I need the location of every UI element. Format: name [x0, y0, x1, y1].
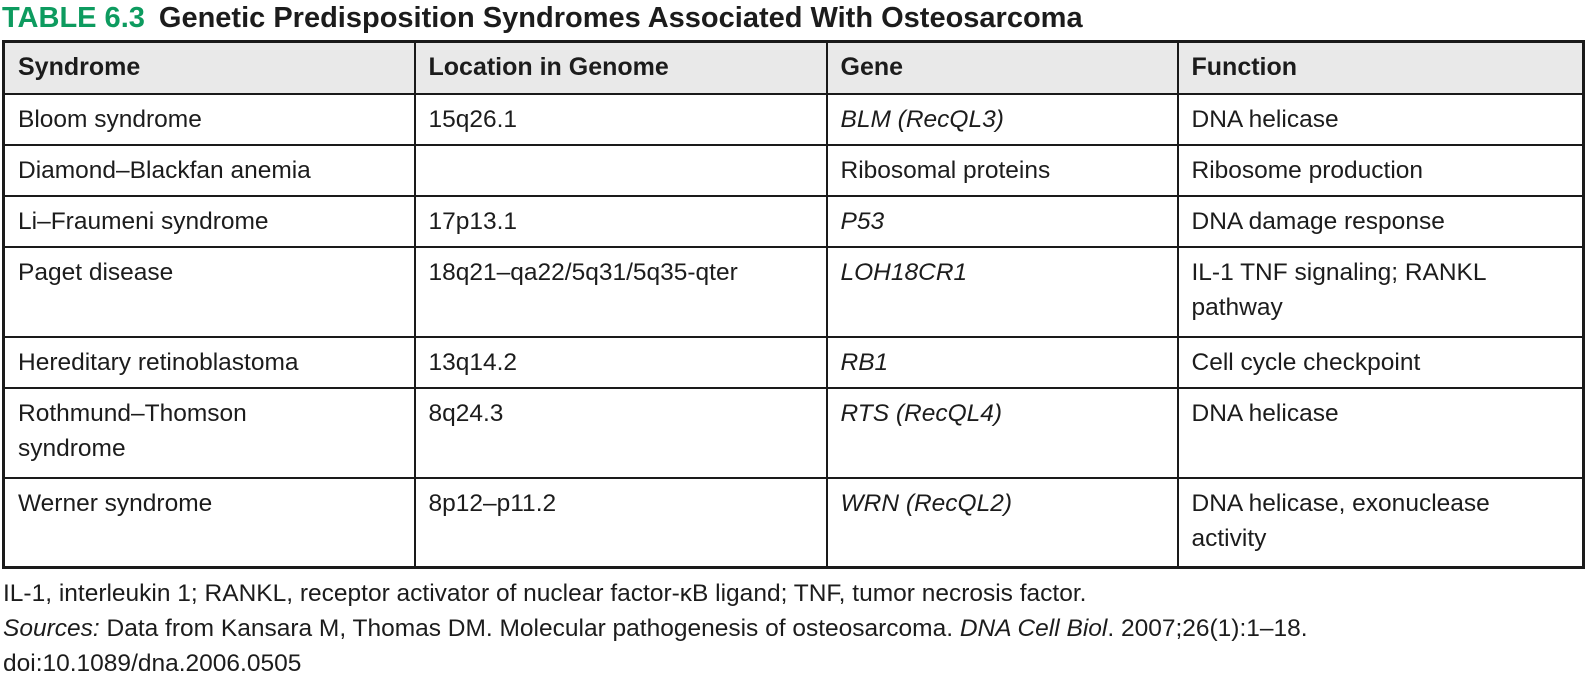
cell-function: DNA helicase: [1176, 386, 1585, 479]
cell-gene: WRN (RecQL2): [825, 476, 1179, 569]
cell-gene: P53: [825, 194, 1179, 248]
cell-function: IL-1 TNF signaling; RANKL pathway: [1176, 245, 1585, 338]
cell-location: [413, 143, 828, 197]
cell-location: 15q26.1: [413, 92, 828, 146]
cell-gene: BLM (RecQL3): [825, 92, 1179, 146]
cell-location: 8p12–p11.2: [413, 476, 828, 569]
cell-syndrome: Rothmund–Thomson syndrome: [2, 386, 416, 479]
genetic-syndromes-table: Syndrome Location in Genome Gene Functio…: [2, 40, 1585, 569]
cell-location: 17p13.1: [413, 194, 828, 248]
cell-function: Ribosome production: [1176, 143, 1585, 197]
table-row: Werner syndrome 8p12–p11.2 WRN (RecQL2) …: [2, 476, 1585, 569]
cell-location: 13q14.2: [413, 335, 828, 389]
cell-syndrome: Li–Fraumeni syndrome: [2, 194, 416, 248]
cell-function: DNA damage response: [1176, 194, 1585, 248]
table-number-label: TABLE 6.3: [2, 2, 145, 34]
cell-location: 8q24.3: [413, 386, 828, 479]
column-header-gene: Gene: [825, 40, 1179, 95]
table-row: Rothmund–Thomson syndrome 8q24.3 RTS (Re…: [2, 386, 1585, 479]
table-row: Hereditary retinoblastoma 13q14.2 RB1 Ce…: [2, 335, 1585, 389]
sources-text: Data from Kansara M, Thomas DM. Molecula…: [99, 615, 960, 642]
table-header-row: Syndrome Location in Genome Gene Functio…: [2, 40, 1585, 95]
cell-function: DNA helicase, exonuclease activity: [1176, 476, 1585, 569]
cell-gene: Ribosomal proteins: [825, 143, 1179, 197]
table-row: Diamond–Blackfan anemia Ribosomal protei…: [2, 143, 1585, 197]
cell-gene: RB1: [825, 335, 1179, 389]
table-heading: Genetic Predisposition Syndromes Associa…: [158, 2, 1083, 34]
doi-note: doi:10.1089/dna.2006.0505: [3, 650, 302, 677]
cell-syndrome: Diamond–Blackfan anemia: [2, 143, 416, 197]
table-title: TABLE 6.3 Genetic Predisposition Syndrome…: [0, 0, 1586, 40]
sources-journal: DNA Cell Biol: [959, 615, 1108, 642]
cell-syndrome: Hereditary retinoblastoma: [2, 335, 416, 389]
cell-gene: LOH18CR1: [825, 245, 1179, 338]
column-header-syndrome: Syndrome: [2, 40, 416, 95]
cell-syndrome: Werner syndrome: [2, 476, 416, 569]
cell-location: 18q21–qa22/5q31/5q35-qter: [413, 245, 828, 338]
cell-function: Cell cycle checkpoint: [1176, 335, 1585, 389]
cell-syndrome: Paget disease: [2, 245, 416, 338]
sources-note: Sources: Data from Kansara M, Thomas DM.…: [3, 611, 1586, 646]
column-header-function: Function: [1176, 40, 1585, 95]
abbreviations-note: IL-1, interleukin 1; RANKL, receptor act…: [3, 580, 1087, 607]
cell-gene: RTS (RecQL4): [825, 386, 1179, 479]
cell-syndrome: Bloom syndrome: [2, 92, 416, 146]
table-row: Paget disease 18q21–qa22/5q31/5q35-qter …: [2, 245, 1585, 338]
table-row: Li–Fraumeni syndrome 17p13.1 P53 DNA dam…: [2, 194, 1585, 248]
table-row: Bloom syndrome 15q26.1 BLM (RecQL3) DNA …: [2, 92, 1585, 146]
column-header-location: Location in Genome: [413, 40, 828, 95]
sources-label: Sources:: [3, 615, 100, 642]
table-footnotes: IL-1, interleukin 1; RANKL, receptor act…: [0, 576, 1586, 681]
cell-function: DNA helicase: [1176, 92, 1585, 146]
sources-tail: . 2007;26(1):1–18.: [1107, 615, 1308, 642]
